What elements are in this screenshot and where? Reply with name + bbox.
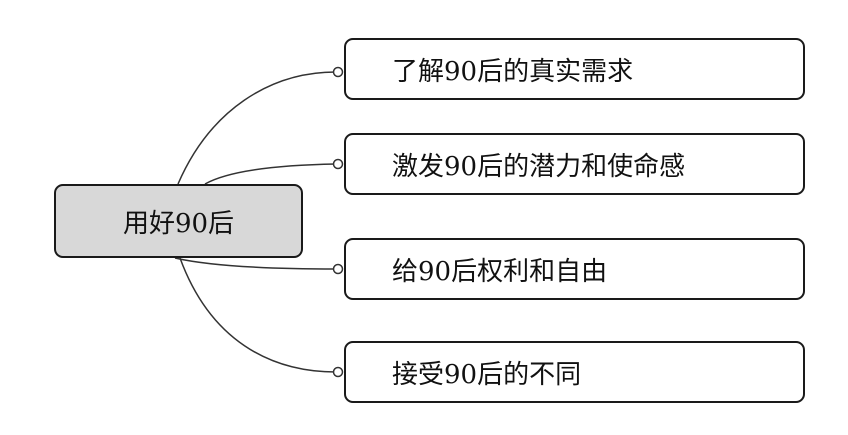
connector-dot-3	[332, 366, 344, 378]
connector-dot-0	[332, 66, 344, 78]
connector-dot-2	[332, 263, 344, 275]
connector-branch-1	[204, 163, 337, 185]
branch-node-give-rights-freedom: 给90后权利和自由	[344, 238, 805, 300]
root-node-label: 用好90后	[122, 208, 235, 239]
connector-dot-1	[332, 158, 344, 170]
root-node: 用好90后	[54, 184, 303, 258]
branch-label: 了解90后的真实需求	[392, 56, 634, 87]
branch-label: 激发90后的潜力和使命感	[392, 151, 686, 182]
branch-node-inspire-potential: 激发90后的潜力和使命感	[344, 133, 805, 195]
connector-branch-2	[174, 257, 337, 270]
branch-label: 接受90后的不同	[392, 359, 582, 390]
branch-node-accept-differences: 接受90后的不同	[344, 341, 805, 403]
branch-label: 给90后权利和自由	[392, 256, 608, 287]
connector-branch-0	[177, 71, 337, 185]
connector-branch-3	[179, 257, 337, 373]
branch-node-understand-needs: 了解90后的真实需求	[344, 38, 805, 100]
